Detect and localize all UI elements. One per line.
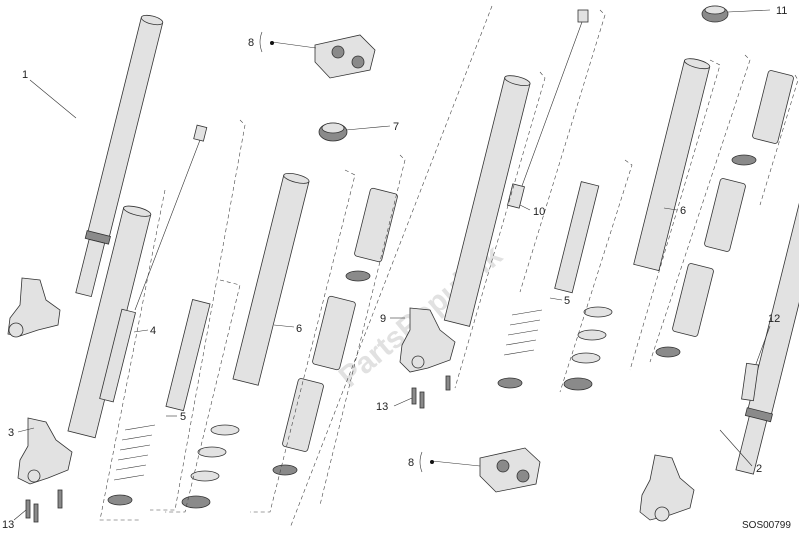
bolts-part-13a — [25, 489, 63, 523]
top-cap-part-7 — [318, 122, 348, 142]
callout-2: 2 — [756, 463, 762, 475]
leader-2 — [719, 429, 753, 467]
callout-9: 9 — [380, 313, 386, 325]
callout-10: 10 — [533, 206, 545, 218]
leader-4 — [133, 329, 149, 333]
leader-12 — [755, 325, 771, 365]
seal-kit-part-8a — [314, 34, 376, 79]
cartridge-rod-part-4 — [99, 124, 208, 403]
callout-3: 3 — [8, 427, 14, 439]
bushings-group-right — [655, 70, 794, 358]
leader-1 — [29, 79, 77, 119]
assembly-guide-f — [454, 71, 546, 389]
leader-3 — [17, 427, 35, 433]
fork-foot-part-9 — [399, 307, 456, 373]
leader-11 — [727, 9, 771, 13]
callout-8a: 8 — [248, 37, 254, 49]
leader-10 — [519, 204, 531, 211]
callout-5a: 5 — [180, 411, 186, 423]
callout-8b: 8 — [408, 457, 414, 469]
callout-7: 7 — [393, 121, 399, 133]
fork-stanchion-part-2 — [735, 189, 799, 475]
label-tag-part-12 — [741, 362, 759, 402]
cartridge-rod-part-10 — [507, 9, 589, 209]
assembly-guide-e — [319, 154, 406, 506]
seal-kit-part-8b — [479, 447, 541, 493]
spring-part-5a — [107, 299, 211, 506]
bushings-group-left — [272, 187, 398, 476]
callout-6b: 6 — [680, 205, 686, 217]
callout-4: 4 — [150, 325, 156, 337]
fork-foot-part-3 — [17, 417, 73, 485]
assembly-guide-d — [250, 169, 356, 513]
leader-13a — [13, 509, 27, 521]
assembly-guide-k — [759, 74, 799, 206]
leader-13b — [393, 397, 413, 407]
assembly-guide-b — [150, 119, 246, 511]
leader-6a — [273, 324, 295, 328]
assembly-guide-j — [649, 54, 751, 363]
outer-tube-part-6b — [633, 58, 711, 272]
fork-stanchion-part-1 — [75, 14, 164, 298]
leader-8a — [271, 41, 317, 49]
leader-6b — [663, 207, 678, 211]
bracket-8b — [419, 451, 423, 473]
assembly-guide-i — [629, 59, 721, 371]
bolts-part-13b — [411, 375, 451, 409]
fork-slider-part-9 — [443, 75, 531, 327]
section-divider — [289, 5, 493, 529]
outer-tube-part-6a — [232, 172, 310, 386]
leader-7 — [345, 125, 391, 131]
assembly-guide-h — [559, 159, 633, 393]
drawing-code: SOS00799 — [742, 520, 791, 531]
spring-part-5b — [497, 181, 600, 389]
callout-12: 12 — [768, 313, 780, 325]
fork-foot-part-2 — [639, 454, 695, 522]
callout-6a: 6 — [296, 323, 302, 335]
top-cap-part-11 — [701, 5, 729, 23]
callout-1: 1 — [22, 69, 28, 81]
leader-5b — [549, 297, 563, 301]
callout-13a: 13 — [2, 519, 14, 531]
assembly-guide-c — [165, 279, 241, 513]
fork-foot-part-1 — [7, 277, 61, 338]
seal-stack-right — [563, 306, 613, 391]
bracket-8a — [259, 31, 263, 53]
callout-13b: 13 — [376, 401, 388, 413]
callout-5b: 5 — [564, 295, 570, 307]
leader-8b — [431, 460, 481, 467]
seal-stack-left — [181, 424, 240, 509]
callout-11: 11 — [776, 5, 787, 17]
assembly-guide-g — [519, 9, 606, 293]
